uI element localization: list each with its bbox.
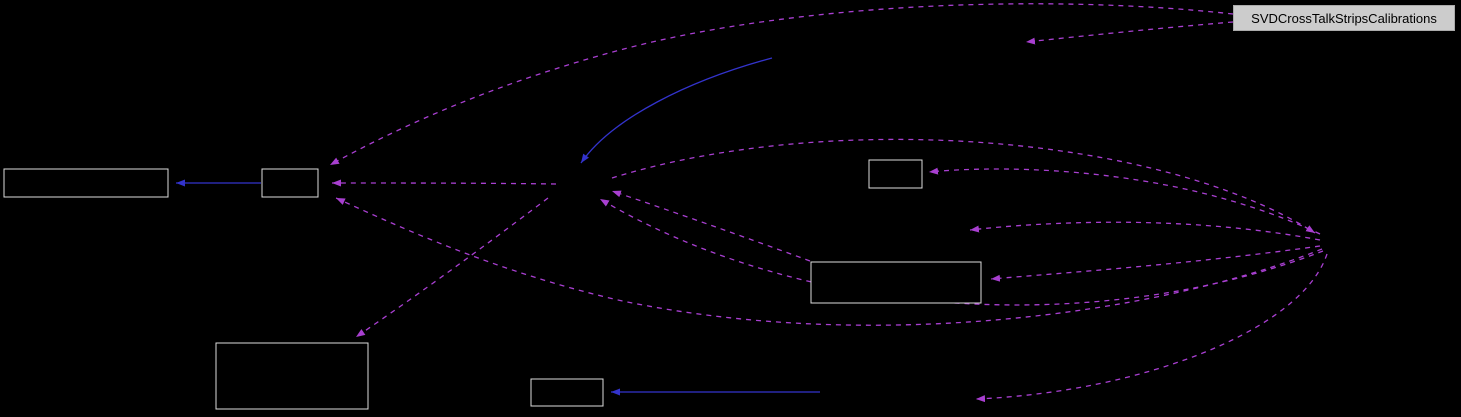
usage-edge-fan-to-node4 <box>990 245 1321 282</box>
class-node-3[interactable] <box>868 159 923 189</box>
usage-edge-fan-to-mid <box>969 221 1321 241</box>
usage-edge-top-curve <box>329 3 1234 166</box>
usage-edge-fan-to-bottom <box>975 253 1328 403</box>
class-node-1[interactable] <box>3 168 169 198</box>
class-node-2[interactable] <box>261 168 319 198</box>
class-node-label: SVDCrossTalkStripsCalibrations <box>1251 10 1437 26</box>
usage-edge-fan-to-node2 <box>335 197 1323 326</box>
class-node-4[interactable] <box>810 261 982 304</box>
usage-edge-node4-to-center <box>611 190 811 262</box>
node-layer <box>3 159 982 410</box>
usage-edge-label-left <box>1025 21 1234 45</box>
inheritance-edge-curve <box>580 57 773 164</box>
class-node-svdcrosstalkstripscalibrations[interactable]: SVDCrossTalkStripsCalibrations <box>1233 5 1455 31</box>
edge-layer <box>176 3 1328 403</box>
class-node-6[interactable] <box>530 378 604 407</box>
usage-edge-center-to-node5 <box>355 197 549 338</box>
usage-edge-center-to-fan <box>611 138 1316 234</box>
usage-edge-center-to-node2 <box>331 179 557 187</box>
class-node-5[interactable] <box>215 342 369 410</box>
usage-edge-fan-to-node3 <box>928 167 1321 235</box>
usage-edge-fan-to-center <box>599 198 1324 306</box>
